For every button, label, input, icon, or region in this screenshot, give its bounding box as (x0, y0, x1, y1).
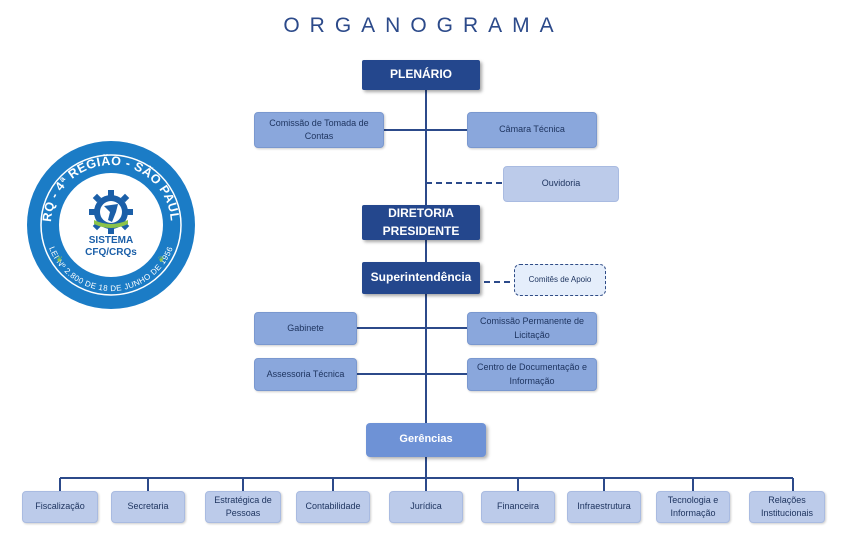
centro-documentacao-node: Centro de Documentação e Informação (467, 358, 597, 391)
book-icon (94, 220, 128, 228)
crq-seal-logo: CRQ - 4ª REGIÃO - SÃO PAULO LEI Nº 2.800… (26, 140, 195, 309)
gerencia-tecnologia-informacao: Tecnologia e Informação (656, 491, 730, 523)
gerencia-financeira: Financeira (481, 491, 555, 523)
page-title: ORGANOGRAMA (283, 14, 564, 37)
gerencia-juridica: Jurídica (389, 491, 463, 523)
comites-apoio-node: Comitês de Apoio (514, 264, 606, 296)
ouvidoria-node: Ouvidoria (503, 166, 619, 202)
comissao-licitacao-node: Comissão Permanente de Licitação (467, 312, 597, 345)
gerencia-relacoes-institucionais: Relações Institucionais (749, 491, 825, 523)
gerencias-node: Gerências (366, 423, 486, 457)
gerencia-contabilidade: Contabilidade (296, 491, 370, 523)
plenario-node: PLENÁRIO (362, 60, 480, 90)
gerencia-secretaria: Secretaria (111, 491, 185, 523)
gerencia-estrategica-pessoas: Estratégica de Pessoas (205, 491, 281, 523)
gerencia-infraestrutura: Infraestrutura (567, 491, 641, 523)
svg-text:❦: ❦ (56, 255, 63, 264)
svg-text:❦: ❦ (158, 255, 165, 264)
diretoria-presidente-node: DIRETORIA PRESIDENTE (362, 205, 480, 240)
camara-tecnica-node: Câmara Técnica (467, 112, 597, 148)
gerencia-fiscalizacao: Fiscalização (22, 491, 98, 523)
map-icon (104, 204, 118, 222)
superintendencia-node: Superintendência (362, 262, 480, 294)
seal-subname: CFQ/CRQs (85, 247, 137, 258)
seal-name: SISTEMA (89, 235, 133, 246)
gabinete-node: Gabinete (254, 312, 357, 345)
assessoria-tecnica-node: Assessoria Técnica (254, 358, 357, 391)
comissao-tomada-contas-node: Comissão de Tomada de Contas (254, 112, 384, 148)
